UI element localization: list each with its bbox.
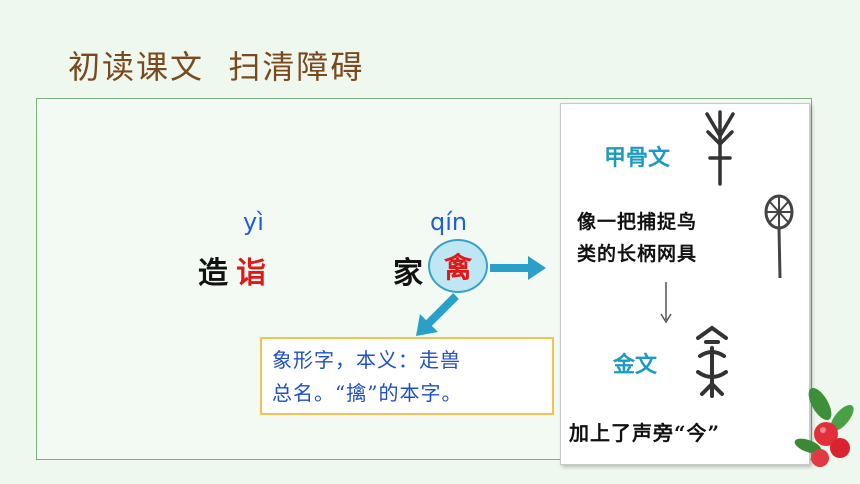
note-line-1: 象形字，本义：走兽	[272, 348, 461, 372]
oracle-desc-line-2: 类的长柄网具	[577, 243, 698, 265]
bronze-label: 金文	[613, 353, 658, 378]
note-line-2: 总名。“擒”的本字。	[272, 381, 463, 405]
down-arrow-icon	[660, 282, 672, 324]
oracle-desc-line-1: 像一把捕捉鸟	[577, 211, 698, 233]
pinyin-qin: qín	[430, 208, 468, 236]
highlight-circle[interactable]: 禽	[428, 239, 488, 293]
word-yi-char: 诣	[236, 256, 266, 291]
etymology-panel	[560, 103, 810, 465]
page-title: 初读课文 扫清障碍	[68, 48, 365, 86]
arrow-down-left-icon	[416, 293, 459, 336]
pinyin-yi: yì	[243, 208, 264, 236]
berries-decoration-icon	[794, 387, 854, 467]
arrow-right-icon	[490, 256, 546, 280]
oracle-bone-glyph-icon	[705, 110, 735, 186]
word-jia-char: 家	[393, 256, 423, 291]
net-tool-icon	[764, 194, 794, 279]
bronze-glyph-icon	[696, 325, 728, 398]
oracle-bone-label: 甲骨文	[604, 146, 671, 171]
word-qin-char: 禽	[443, 251, 472, 284]
word-zao-char: 造	[198, 256, 228, 291]
meaning-note-box: 象形字，本义：走兽 总名。“擒”的本字。	[260, 337, 554, 415]
bronze-desc: 加上了声旁“今”	[569, 421, 721, 445]
